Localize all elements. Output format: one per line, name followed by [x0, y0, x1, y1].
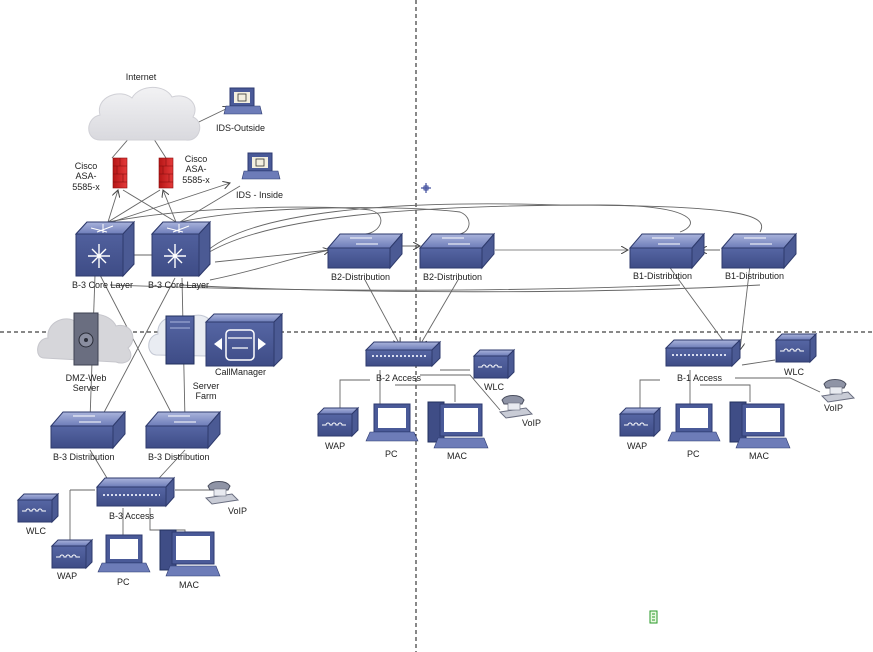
server-farm-icon — [148, 314, 219, 365]
dmz-web-server-label: DMZ-Web Server — [65, 373, 107, 394]
b2-wlc-icon — [472, 348, 516, 380]
firewall-left-label: Cisco ASA- 5585-x — [72, 161, 100, 192]
b3-distribution-right-label: B-3 Distribution — [148, 452, 210, 462]
b3-access-switch-icon — [95, 476, 176, 508]
b2-distribution-switch-right-icon — [418, 232, 496, 270]
b2-wap-label: WAP — [325, 441, 346, 451]
b3-access-label: B-3 Access — [109, 511, 155, 521]
b1-voip-label: VoIP — [824, 403, 844, 413]
b1-wlc-label: WLC — [784, 367, 804, 377]
internet-cloud-icon — [88, 86, 201, 141]
b2-mac-label: MAC — [447, 451, 467, 461]
b3-mac-icon — [159, 529, 221, 577]
b1-pc-icon — [667, 403, 721, 442]
ids-inside-label: IDS - Inside — [236, 190, 284, 200]
b1-voip-phone-icon — [820, 379, 856, 403]
b3-distribution-left-label: B-3 Distribution — [53, 452, 115, 462]
firewall-right-label: Cisco ASA- 5585-x — [182, 154, 210, 185]
ids-outside-icon — [223, 87, 263, 115]
b1-pc-label: PC — [687, 449, 700, 459]
firewall-left-icon — [112, 157, 128, 189]
connection-lines — [69, 107, 821, 545]
core-left-label: B-3 Core Layer — [72, 280, 134, 290]
b2-wlc-label: WLC — [484, 382, 504, 392]
b2-mac-icon — [427, 401, 489, 449]
b3-pc-label: PC — [117, 577, 130, 587]
b1-wlc-icon — [774, 332, 818, 364]
b3-pc-icon — [97, 534, 151, 573]
callmanager-icon — [204, 312, 284, 368]
b2-wap-icon — [316, 406, 360, 438]
callmanager-label: CallManager — [215, 367, 267, 377]
internet-label: Internet — [125, 72, 157, 82]
b3-distribution-switch-left-icon — [49, 410, 127, 450]
dmz-web-server-icon — [37, 312, 134, 366]
b2-voip-phone-icon — [498, 395, 534, 419]
b1-distribution-right-label: B1-Distribution — [725, 271, 785, 281]
b3-distribution-switch-right-icon — [144, 410, 222, 450]
b2-distribution-right-label: B2-Distribution — [423, 272, 483, 282]
server-farm-label: Server Farm — [192, 381, 220, 402]
b3-mac-label: MAC — [179, 580, 199, 590]
b3-wap-label: WAP — [57, 571, 78, 581]
b1-distribution-left-label: B1-Distribution — [633, 271, 693, 281]
b1-mac-label: MAC — [749, 451, 769, 461]
b2-access-label: B-2 Access — [376, 373, 422, 383]
b2-voip-label: VoIP — [522, 418, 542, 428]
green-grip-marker-icon — [649, 610, 658, 624]
crosshair-cursor-icon — [421, 183, 431, 193]
b1-distribution-switch-left-icon — [628, 232, 706, 270]
b1-access-switch-icon — [664, 338, 742, 368]
core-switch-left-icon — [74, 220, 136, 278]
b3-wlc-icon — [16, 492, 60, 524]
firewall-right-icon — [158, 157, 174, 189]
b3-wlc-label: WLC — [26, 526, 46, 536]
core-right-label: B-3 Core Layer — [148, 280, 210, 290]
b2-distribution-left-label: B2-Distribution — [331, 272, 391, 282]
b1-access-label: B-1 Access — [677, 373, 723, 383]
b2-pc-label: PC — [385, 449, 398, 459]
b3-voip-label: VoIP — [228, 506, 248, 516]
b1-mac-icon — [729, 401, 791, 449]
ids-outside-label: IDS-Outside — [216, 123, 266, 133]
b3-voip-phone-icon — [204, 481, 240, 505]
core-switch-right-icon — [150, 220, 212, 278]
b1-wap-label: WAP — [627, 441, 648, 451]
b1-wap-icon — [618, 406, 662, 438]
b2-pc-icon — [365, 403, 419, 442]
b1-distribution-switch-right-icon — [720, 232, 798, 270]
ids-inside-icon — [241, 152, 281, 180]
b3-wap-icon — [50, 538, 94, 570]
b2-access-switch-icon — [364, 340, 442, 368]
b2-distribution-switch-left-icon — [326, 232, 404, 270]
